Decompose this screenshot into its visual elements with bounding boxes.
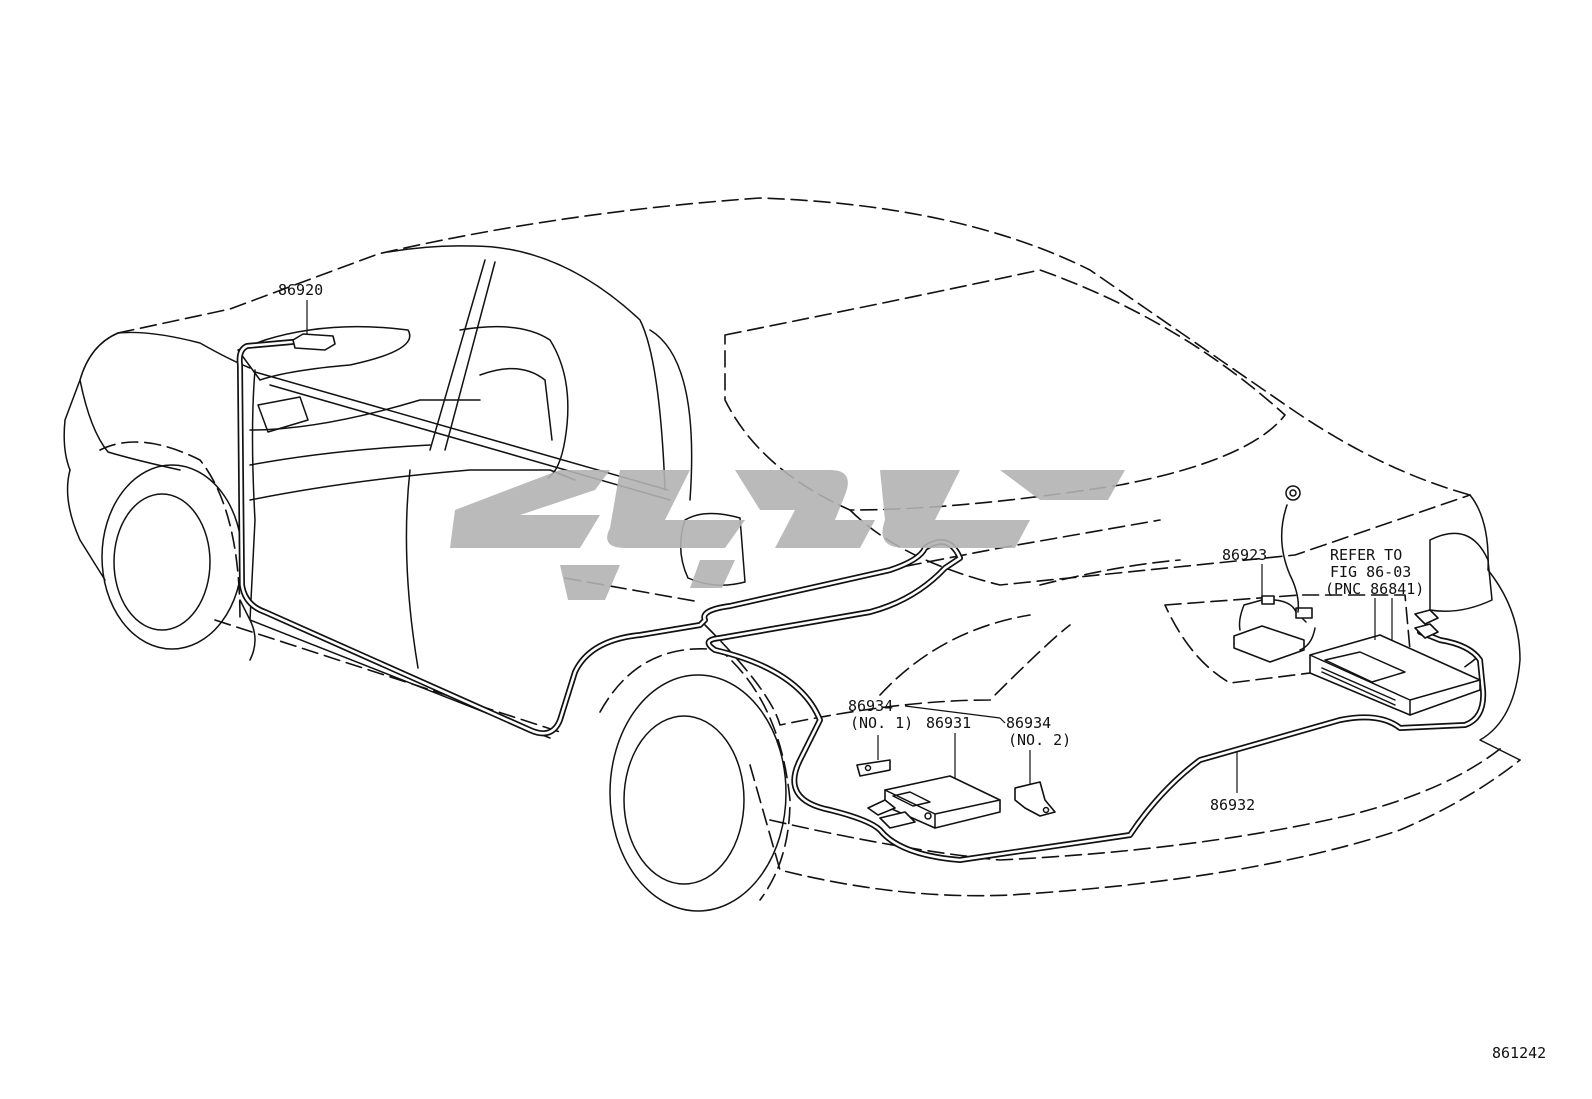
label-86920: 86920	[278, 281, 323, 299]
part-86931-amplifier	[867, 733, 1001, 829]
label-refer-to-line3: (PNC 86841)	[1325, 580, 1424, 598]
part-86934-bracket-no2	[1014, 750, 1056, 817]
figure-number: 861242	[1492, 1044, 1546, 1062]
label-refer-to-line1: REFER TO	[1330, 546, 1402, 564]
label-86934-no1: 86934	[848, 697, 893, 715]
label-no2: (NO. 2)	[1008, 731, 1071, 749]
part-86920-antenna-module	[292, 300, 336, 351]
watermark-logo	[450, 470, 1125, 600]
antenna-cable	[236, 339, 1487, 863]
part-86923-tuner-module	[1233, 485, 1316, 663]
label-86931: 86931	[926, 714, 971, 732]
label-refer-to-line2: FIG 86-03	[1330, 563, 1411, 581]
label-no1: (NO. 1)	[850, 714, 913, 732]
label-86934-no2: 86934	[1006, 714, 1051, 732]
part-labels: 86920 86923 REFER TO FIG 86-03 (PNC 8684…	[278, 281, 1546, 1062]
part-86934-bracket-no1	[856, 735, 891, 777]
part-cd-changer	[1309, 598, 1481, 716]
leader-lines	[904, 705, 1238, 793]
label-86923: 86923	[1222, 546, 1267, 564]
label-86932: 86932	[1210, 796, 1255, 814]
car-body-outline	[63, 197, 1521, 912]
